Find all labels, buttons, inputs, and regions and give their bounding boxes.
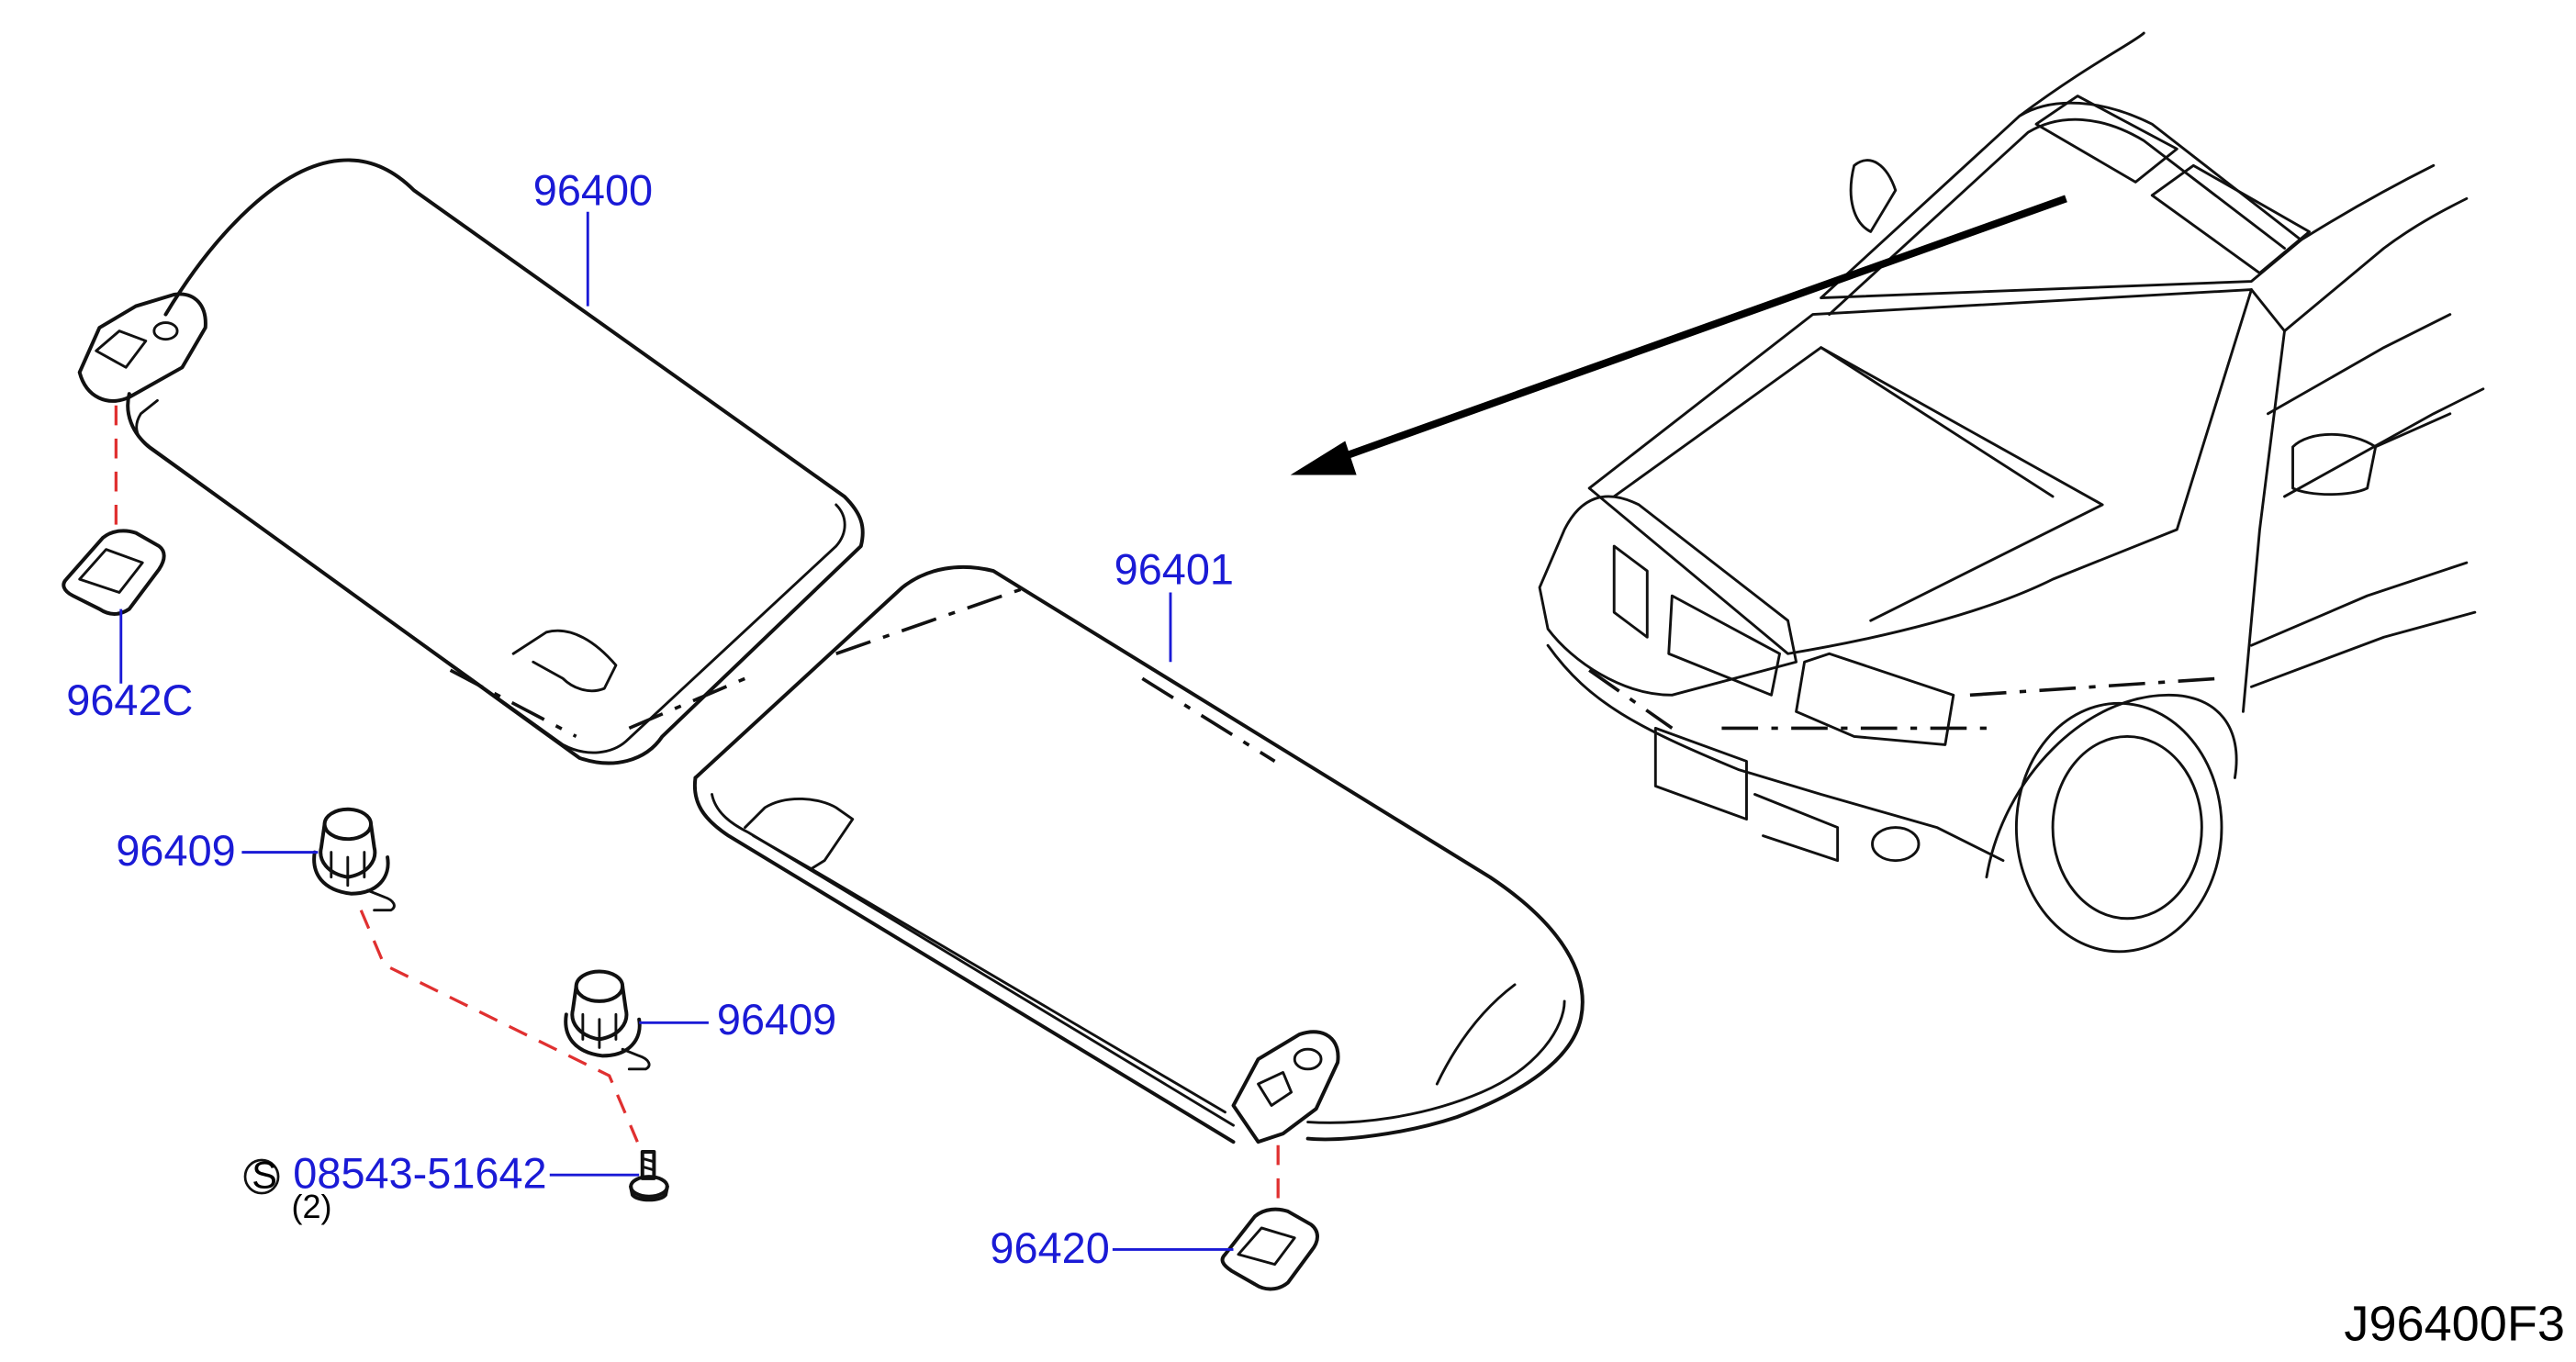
visor-clip-upper[interactable] <box>312 807 396 912</box>
part-label-96420[interactable]: 96420 <box>990 1224 1109 1272</box>
vehicle-illustration <box>1538 31 2485 954</box>
location-arrow <box>1290 195 2067 475</box>
link-clip-chain <box>359 910 639 1143</box>
standard-part-marker-letter: S <box>252 1154 277 1197</box>
part-label-96401[interactable]: 96401 <box>1114 546 1234 594</box>
part-label-96400[interactable]: 96400 <box>533 167 653 215</box>
sun-visor-right[interactable] <box>692 564 1585 1144</box>
screw-quantity: (2) <box>291 1188 331 1225</box>
diagram-code: J96400F3 <box>2344 1297 2565 1352</box>
visor-clip-lower[interactable] <box>564 969 651 1071</box>
part-label-96409-lower[interactable]: 96409 <box>717 996 836 1044</box>
standard-part-marker <box>243 1158 280 1195</box>
sun-visor-left[interactable] <box>77 158 865 765</box>
screw[interactable] <box>629 1150 669 1202</box>
part-label-96409-upper[interactable]: 96409 <box>116 827 235 875</box>
visor-holder-left[interactable] <box>62 529 166 616</box>
part-label-screw[interactable]: 08543-51642 <box>293 1150 546 1198</box>
part-label-9642C[interactable]: 9642C <box>66 676 193 724</box>
visor-holder-right[interactable] <box>1220 1207 1319 1291</box>
